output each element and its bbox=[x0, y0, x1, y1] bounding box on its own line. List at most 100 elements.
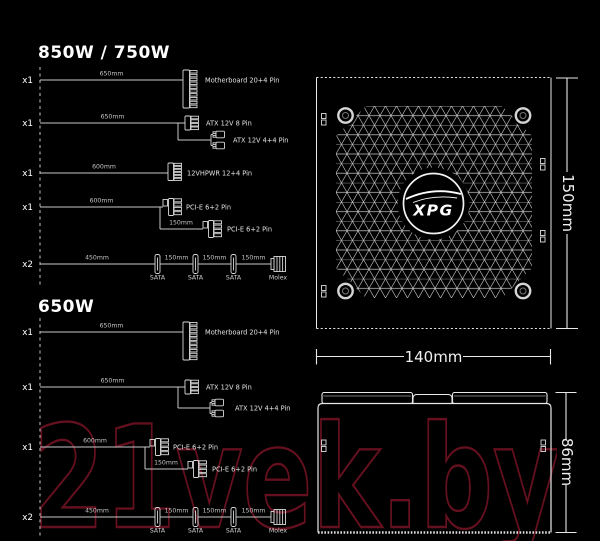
connector-icon-eps44 bbox=[210, 130, 225, 150]
qty-label: x1 bbox=[22, 76, 33, 86]
qty-label: x2 bbox=[22, 260, 33, 270]
connector-icon-eps8 bbox=[184, 115, 199, 131]
qty-label: x1 bbox=[22, 169, 33, 179]
edge-clip bbox=[321, 285, 327, 298]
connector-label: SATA bbox=[188, 528, 204, 535]
connector-label: Motherboard 20+4 Pin bbox=[205, 328, 279, 336]
cable-length-label: 150mm bbox=[165, 508, 189, 515]
connector-icon-molex bbox=[270, 509, 286, 525]
connector-label: Molex bbox=[269, 528, 288, 535]
logo-swoosh bbox=[412, 196, 458, 203]
fan-view: XPG 150mm 140mm bbox=[315, 77, 578, 366]
connector-label: SATA bbox=[226, 528, 242, 535]
edge-clip bbox=[321, 113, 327, 126]
connector-label: Motherboard 20+4 Pin bbox=[205, 76, 279, 84]
connector-icon-mb24 bbox=[182, 321, 198, 361]
edge-clip bbox=[540, 230, 546, 243]
cable-length-label: 150mm bbox=[165, 255, 189, 262]
depth-dimension-label: 86mm bbox=[558, 438, 576, 486]
connector-icon-sata bbox=[192, 507, 199, 527]
qty-label: x1 bbox=[22, 119, 33, 129]
cable-row: x1 600mm 12VHPWR 12+4 Pin bbox=[22, 162, 252, 181]
cable-length-label: 650mm bbox=[100, 71, 124, 78]
connector-label: SATA bbox=[188, 275, 204, 282]
qty-label: x1 bbox=[22, 383, 33, 393]
dimension-label-backing bbox=[558, 172, 576, 234]
connector-label: PCI-E 6+2 Pin bbox=[227, 225, 272, 233]
connector-icon-mb24 bbox=[182, 69, 198, 109]
watermark: 21vek.by bbox=[33, 396, 560, 541]
cable-length-label: 600mm bbox=[90, 198, 114, 205]
connector-label: ATX 12V 8 Pin bbox=[206, 119, 252, 127]
edge-clip bbox=[321, 439, 327, 452]
side-body bbox=[317, 402, 552, 533]
cable-length-label: 150mm bbox=[169, 220, 193, 227]
cable-length-label: 150mm bbox=[203, 508, 227, 515]
connector-icon-eps8 bbox=[184, 379, 199, 395]
connector-icon-pcie bbox=[202, 220, 222, 238]
connector-icon-hpwr bbox=[167, 162, 182, 181]
logo-text: XPG bbox=[412, 202, 454, 220]
cable-length-label: 150mm bbox=[154, 460, 178, 467]
connector-label: PCI-E 6+2 Pin bbox=[212, 465, 257, 473]
connector-label: ATX 12V 8 Pin bbox=[206, 383, 252, 391]
connector-icon-sata bbox=[230, 254, 237, 274]
connector-icon-eps44 bbox=[209, 398, 224, 418]
connector-label: ATX 12V 4+4 Pin bbox=[233, 136, 289, 144]
xpg-logo: XPG bbox=[397, 167, 470, 240]
connector-label: Molex bbox=[269, 275, 288, 282]
qty-label: x1 bbox=[22, 443, 33, 453]
width-dimension-label: 140mm bbox=[405, 348, 463, 366]
section-title: 650W bbox=[38, 297, 94, 317]
connector-icon-molex bbox=[270, 256, 286, 272]
connector-label: SATA bbox=[150, 275, 166, 282]
connector-label: ATX 12V 4+4 Pin bbox=[235, 404, 291, 412]
dimension-label-backing bbox=[557, 440, 575, 485]
cable-length-label: 150mm bbox=[203, 255, 227, 262]
edge-clip bbox=[540, 439, 546, 452]
connector-icon-sata bbox=[230, 507, 237, 527]
cable-length-label: 150mm bbox=[242, 255, 266, 262]
cable-length-label: 450mm bbox=[85, 255, 109, 262]
cable-length-label: 600mm bbox=[92, 164, 116, 171]
side-rail bbox=[451, 391, 548, 405]
connector-label: PCI-E 6+2 Pin bbox=[186, 203, 231, 211]
connector-icon-sata bbox=[192, 254, 199, 274]
screw-hole bbox=[512, 280, 534, 302]
qty-label: x1 bbox=[22, 328, 33, 338]
cable-length-label: 650mm bbox=[101, 114, 125, 121]
screw-hole bbox=[335, 280, 356, 302]
cable-length-label: 600mm bbox=[83, 438, 107, 445]
cable-length-label: 650mm bbox=[101, 378, 125, 385]
cable-length-label: 150mm bbox=[242, 508, 266, 515]
connector-icon-sata bbox=[154, 254, 161, 274]
screw-hole bbox=[512, 105, 534, 126]
section-title: 850W / 750W bbox=[38, 43, 170, 63]
connector-icon-sata bbox=[154, 507, 161, 527]
side-notch bbox=[412, 393, 453, 404]
connector-icon-pcie bbox=[149, 438, 169, 456]
side-rail bbox=[321, 391, 414, 405]
connector-label: SATA bbox=[226, 275, 242, 282]
connector-label: SATA bbox=[150, 528, 166, 535]
height-dimension-label: 150mm bbox=[559, 174, 577, 232]
cable-length-label: 650mm bbox=[100, 323, 124, 330]
connector-icon-pcie bbox=[187, 460, 207, 478]
side-view: 86mm bbox=[317, 391, 577, 534]
qty-label: x1 bbox=[22, 203, 33, 213]
connector-label: 12VHPWR 12+4 Pin bbox=[187, 169, 252, 177]
qty-label: x2 bbox=[22, 513, 33, 523]
connector-label: PCI-E 6+2 Pin bbox=[173, 443, 218, 451]
cable-length-label: 450mm bbox=[85, 508, 109, 515]
